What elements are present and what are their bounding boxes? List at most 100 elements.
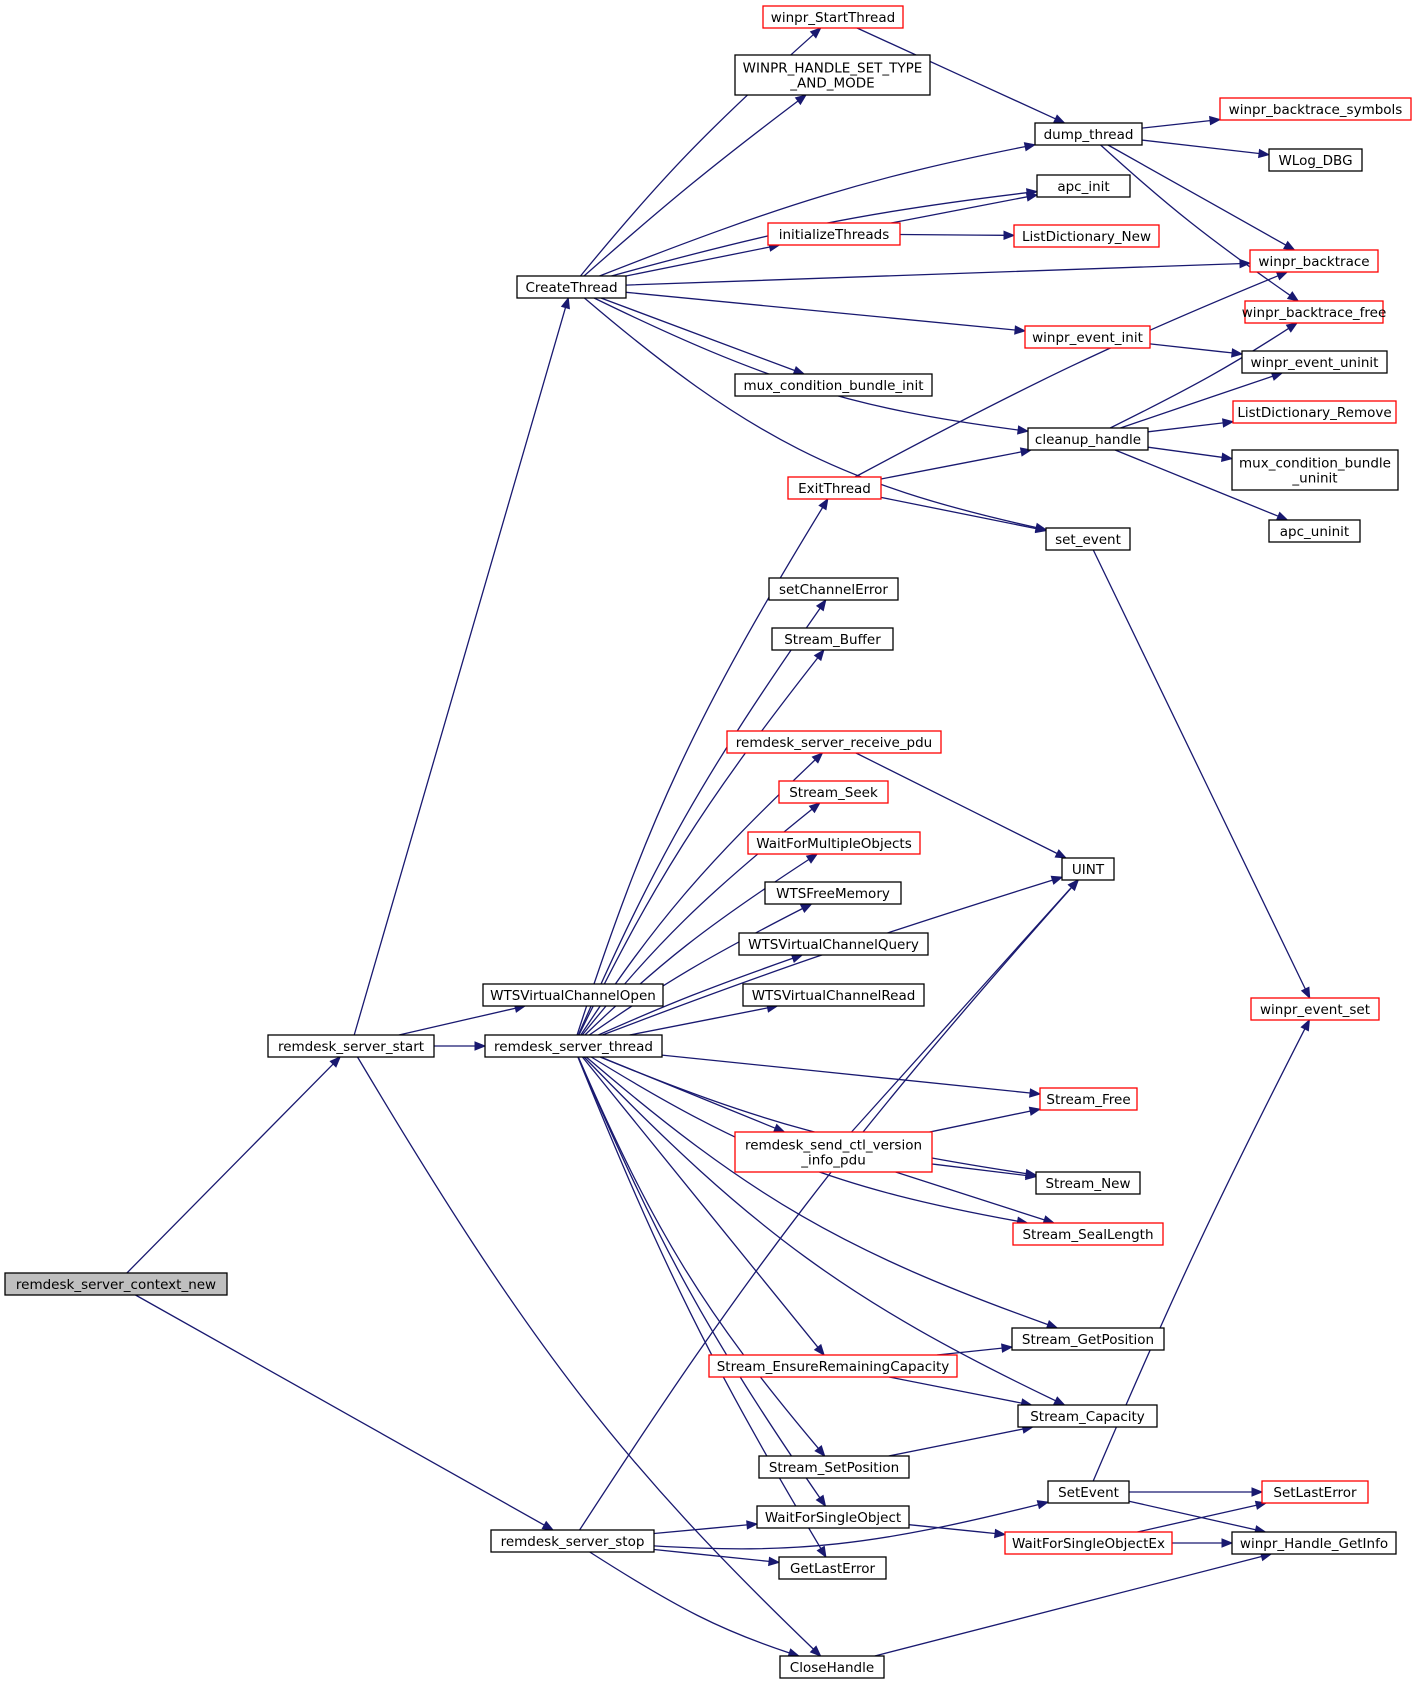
node-wtsfree[interactable]: WTSFreeMemory [764, 881, 902, 905]
node-uint[interactable]: UINT [1061, 857, 1115, 881]
node-handleset[interactable]: WINPR_HANDLE_SET_TYPE_AND_MODE [734, 54, 931, 96]
node-exitthread[interactable]: ExitThread [787, 476, 882, 500]
node-mux-uninit[interactable]: mux_condition_bundle_uninit [1231, 449, 1399, 491]
node-listdictnew[interactable]: ListDictionary_New [1013, 224, 1160, 248]
edge-dumpthread-to-btsymbols [1141, 115, 1222, 129]
node-start[interactable]: remdesk_server_start [267, 1034, 435, 1058]
edge-createthread-to-backtrace [625, 258, 1252, 286]
node-mux-init[interactable]: mux_condition_bundle_init [734, 373, 933, 397]
node-label: cleanup_handle [1035, 432, 1141, 448]
edge-initthreads-to-listdictnew [899, 230, 1016, 241]
node-label: Stream_Buffer [784, 632, 881, 648]
node-label: _AND_MODE [789, 76, 874, 92]
edge-createthread-to-eventinit [625, 291, 1027, 335]
node-box [771, 627, 894, 651]
node-label: winpr_Handle_GetInfo [1240, 1536, 1388, 1552]
node-apcuninit[interactable]: apc_uninit [1268, 519, 1361, 543]
edge-srvthread-to-setchannelerror [577, 598, 827, 1036]
node-label: Stream_GetPosition [1022, 1332, 1154, 1348]
node-label: _uninit [1291, 471, 1337, 487]
node-label: WTSVirtualChannelQuery [748, 937, 919, 953]
node-box [1232, 400, 1397, 424]
node-btfree[interactable]: winpr_backtrace_free [1242, 300, 1387, 324]
node-streambuffer[interactable]: Stream_Buffer [771, 627, 894, 651]
edge-srvthread-to-wtsread [629, 1003, 779, 1036]
node-winpr-startthread[interactable]: winpr_StartThread [762, 5, 904, 29]
edge-initthreads-to-apcinit [891, 192, 1039, 224]
node-label: CloseHandle [790, 1660, 874, 1676]
edge-waitsingleex-to-handlegetinfo [1171, 1538, 1234, 1548]
node-listdictremove[interactable]: ListDictionary_Remove [1232, 400, 1397, 424]
node-setevent-l[interactable]: set_event [1045, 527, 1131, 551]
node-box [1035, 1171, 1141, 1195]
node-streamnew[interactable]: Stream_New [1035, 1171, 1141, 1195]
node-label: winpr_backtrace_free [1242, 305, 1387, 321]
edge-srvthread-to-getposition [585, 1056, 1059, 1329]
node-wtsread[interactable]: WTSVirtualChannelRead [742, 983, 925, 1007]
node-setpos[interactable]: Stream_SetPosition [758, 1455, 910, 1479]
node-initthreads[interactable]: initializeThreads [767, 222, 901, 246]
node-backtrace[interactable]: winpr_backtrace [1249, 249, 1379, 273]
node-label: CreateThread [525, 280, 617, 296]
edge-sendctl-to-streamfree [929, 1106, 1042, 1133]
node-box [1036, 174, 1131, 198]
node-box [1004, 1531, 1173, 1555]
node-streamseek[interactable]: Stream_Seek [778, 780, 889, 804]
node-box [762, 5, 904, 29]
node-recvpdu[interactable]: remdesk_server_receive_pdu [726, 730, 942, 754]
node-label: WTSFreeMemory [776, 886, 890, 902]
node-waitsingle[interactable]: WaitForSingleObject [756, 1505, 910, 1529]
node-streamfree[interactable]: Stream_Free [1039, 1087, 1138, 1111]
node-dumpthread[interactable]: dump_thread [1034, 122, 1143, 146]
edge-sendctl-to-seallength [895, 1171, 1056, 1225]
node-ensurecap[interactable]: Stream_EnsureRemainingCapacity [708, 1354, 958, 1378]
node-label: winpr_event_set [1260, 1002, 1370, 1018]
node-box [1268, 148, 1363, 172]
node-getlasterror[interactable]: GetLastError [778, 1556, 887, 1580]
node-sendctl[interactable]: remdesk_send_ctl_version_info_pdu [734, 1131, 933, 1173]
node-box [787, 476, 882, 500]
node-label: UINT [1072, 862, 1105, 878]
node-stop[interactable]: remdesk_server_stop [490, 1529, 655, 1553]
node-apcinit[interactable]: apc_init [1036, 174, 1131, 198]
node-waitmulti[interactable]: WaitForMultipleObjects [747, 831, 921, 855]
node-box [758, 1455, 910, 1479]
node-box [1017, 1404, 1158, 1428]
node-setevent[interactable]: SetEvent [1047, 1480, 1130, 1504]
edge-ctx-to-start [126, 1056, 342, 1274]
node-btsymbols[interactable]: winpr_backtrace_symbols [1219, 97, 1412, 121]
node-getposition[interactable]: Stream_GetPosition [1011, 1327, 1165, 1351]
node-capacity[interactable]: Stream_Capacity [1017, 1404, 1158, 1428]
node-cleanup[interactable]: cleanup_handle [1027, 427, 1149, 451]
node-wtsquery[interactable]: WTSVirtualChannelQuery [738, 932, 929, 956]
node-label: WaitForMultipleObjects [756, 836, 912, 852]
node-label: apc_uninit [1280, 524, 1349, 540]
node-label: WTSVirtualChannelRead [752, 988, 916, 1004]
node-srvthread[interactable]: remdesk_server_thread [484, 1034, 663, 1058]
node-waitsingleex[interactable]: WaitForSingleObjectEx [1004, 1531, 1173, 1555]
node-wtsopen[interactable]: WTSVirtualChannelOpen [482, 983, 664, 1007]
node-box [1241, 350, 1388, 374]
node-box [1250, 997, 1380, 1021]
node-label: WINPR_HANDLE_SET_TYPE [743, 61, 923, 77]
edge-createthread-to-cleanup [593, 297, 1030, 435]
node-box [708, 1354, 958, 1378]
node-eventuninit[interactable]: winpr_event_uninit [1241, 350, 1388, 374]
node-label: remdesk_server_start [278, 1039, 424, 1055]
node-eventinit[interactable]: winpr_event_init [1024, 325, 1151, 349]
edge-dumpthread-to-btfree [1100, 144, 1300, 302]
node-seallength[interactable]: Stream_SealLength [1012, 1222, 1164, 1246]
node-createthread[interactable]: CreateThread [516, 275, 627, 299]
edge-stop-to-waitsingle [653, 1520, 759, 1535]
node-handlegetinfo[interactable]: winpr_Handle_GetInfo [1231, 1531, 1397, 1555]
node-closehandle[interactable]: CloseHandle [779, 1655, 885, 1679]
node-setlasterror[interactable]: SetLastError [1261, 1480, 1369, 1504]
node-eventset[interactable]: winpr_event_set [1250, 997, 1380, 1021]
node-box [764, 881, 902, 905]
node-label: _info_pdu [800, 1153, 866, 1169]
node-setchannelerror[interactable]: setChannelError [768, 577, 899, 601]
node-wlogdbg[interactable]: WLog_DBG [1268, 148, 1363, 172]
edge-ensurecap-to-capacity [888, 1376, 1033, 1408]
edge-cleanup-to-mux_uninit [1147, 446, 1234, 462]
node-label: initializeThreads [779, 227, 890, 243]
